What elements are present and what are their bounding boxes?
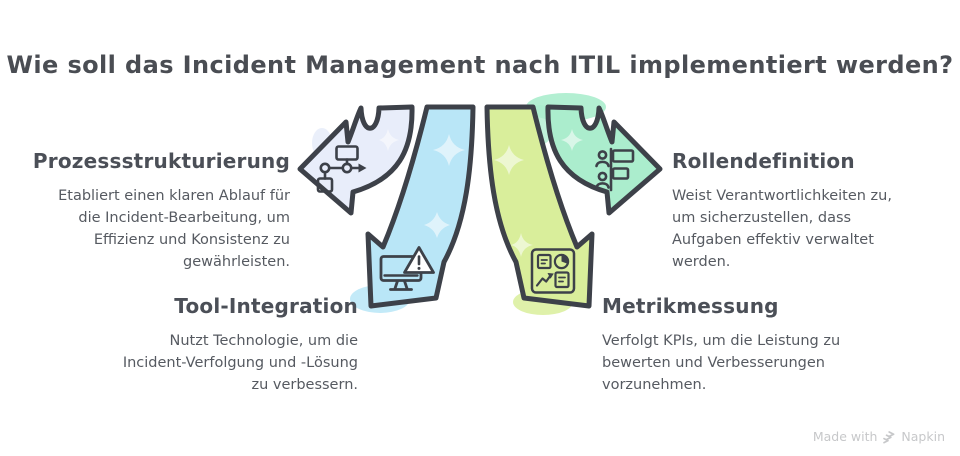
section-rollendefinition: Rollendefinition Weist Verantwortlichkei… (672, 149, 928, 273)
section-body: Etabliert einen klaren Ablauf für die In… (58, 188, 290, 270)
sparkle-texture (379, 129, 583, 257)
page-title: Wie soll das Incident Management nach IT… (6, 51, 954, 79)
section-heading: Prozessstrukturierung (32, 149, 290, 173)
section-tool-integration: Tool-Integration Nutzt Technologie, um d… (100, 294, 358, 396)
napkin-logo-icon (883, 430, 895, 443)
monitor-alert-icon (379, 246, 435, 291)
section-body: Verfolgt KPIs, um die Leistung zu bewert… (602, 333, 841, 393)
section-prozessstrukturierung: Prozessstrukturierung Etabliert einen kl… (32, 149, 290, 273)
made-with-napkin-badge: Made with Napkin (813, 429, 945, 444)
flowchart-icon (316, 145, 367, 193)
roles-icon (595, 147, 635, 192)
section-body: Nutzt Technologie, um die Incident-Verfo… (122, 333, 358, 393)
section-heading: Rollendefinition (672, 149, 855, 173)
arrow-shapes (297, 104, 663, 309)
section-metrikmessung: Metrikmessung Verfolgt KPIs, um die Leis… (602, 294, 868, 396)
section-heading: Metrikmessung (602, 294, 779, 318)
section-body: Weist Verantwortlichkeiten zu, um sicher… (672, 188, 892, 270)
arrow-rollendefinition (545, 104, 663, 216)
brand-label: Napkin (901, 429, 945, 444)
metrics-dashboard-icon (530, 248, 576, 294)
section-heading: Tool-Integration (174, 294, 358, 318)
made-with-label: Made with (812, 429, 878, 444)
